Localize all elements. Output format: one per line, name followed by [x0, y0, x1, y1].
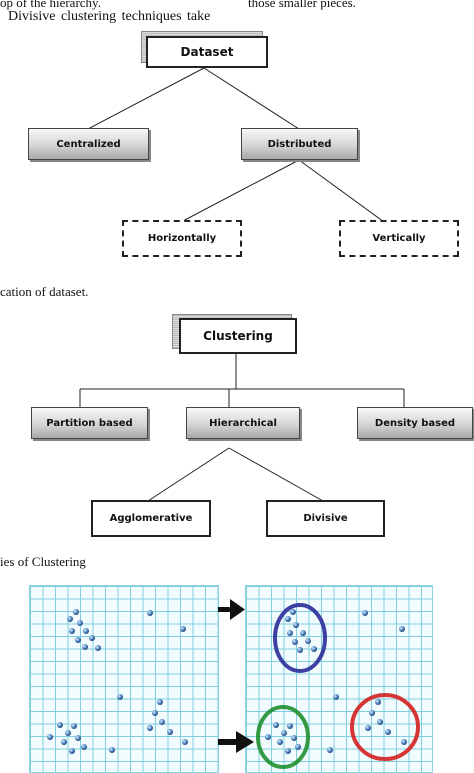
right-arrow-icon	[218, 731, 254, 753]
hierarchical-label: Hierarchical	[209, 417, 277, 429]
top-right-text: those smaller pieces.	[248, 0, 356, 10]
density-based-box: Density based	[357, 407, 473, 439]
partition-based-label: Partition based	[46, 417, 133, 429]
left-points	[47, 609, 188, 754]
cluster-blue-ring	[273, 603, 327, 673]
right-points	[265, 609, 407, 754]
vertically-label: Vertically	[372, 233, 426, 244]
clustering-root-label: Clustering	[203, 329, 273, 343]
right-scatter-grid	[245, 585, 433, 773]
partition-based-box: Partition based	[31, 407, 148, 439]
centralized-box: Centralized	[28, 128, 149, 160]
centralized-label: Centralized	[56, 138, 121, 150]
cluster-green-ring	[256, 705, 310, 769]
horizontally-label: Horizontally	[147, 233, 217, 244]
distributed-box: Distributed	[241, 128, 358, 160]
right-arrow-icon	[218, 599, 245, 620]
agglomerative-label: Agglomerative	[109, 513, 193, 524]
density-based-label: Density based	[374, 417, 456, 429]
divisive-label: Divisive	[303, 513, 348, 524]
horizontally-box: Horizontally	[122, 220, 242, 257]
dataset-root-box: Dataset	[146, 36, 268, 68]
clustering-root-box: Clustering	[179, 318, 297, 354]
clustering-illustration	[47, 599, 420, 769]
dataset-root-label: Dataset	[180, 45, 234, 59]
distributed-label: Distributed	[267, 138, 332, 150]
agglomerative-box: Agglomerative	[91, 500, 211, 537]
top-left-text: op of the hierarchy.	[0, 0, 101, 10]
divisive-box: Divisive	[266, 500, 385, 537]
caption-dataset: cation of dataset.	[0, 284, 89, 299]
cluster-red-ring	[350, 693, 420, 761]
hierarchical-box: Hierarchical	[186, 407, 300, 439]
divisive-line-text: Divisive clustering techniques take	[8, 9, 211, 24]
vertically-box: Vertically	[339, 220, 459, 257]
caption-clustering: ies of Clustering	[0, 554, 86, 569]
